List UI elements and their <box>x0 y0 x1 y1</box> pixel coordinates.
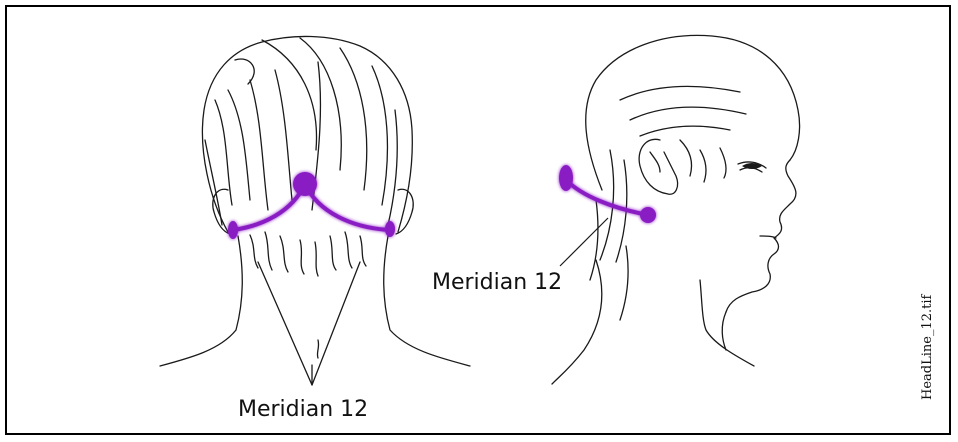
back-point-left <box>228 221 238 239</box>
file-name-label: HeadLine_12.tif <box>920 295 935 400</box>
side-view-head <box>552 35 800 384</box>
side-point-upper <box>559 165 573 191</box>
side-point-lower <box>640 207 656 223</box>
side-view-label: Meridian 12 <box>432 270 562 295</box>
side-meridian-line <box>566 180 648 215</box>
back-point-right <box>385 221 395 237</box>
back-point-center <box>293 172 317 196</box>
side-meridian-12 <box>559 165 656 223</box>
back-view-label: Meridian 12 <box>238 397 368 422</box>
back-view-head <box>160 36 470 385</box>
back-meridian-12 <box>228 172 395 239</box>
